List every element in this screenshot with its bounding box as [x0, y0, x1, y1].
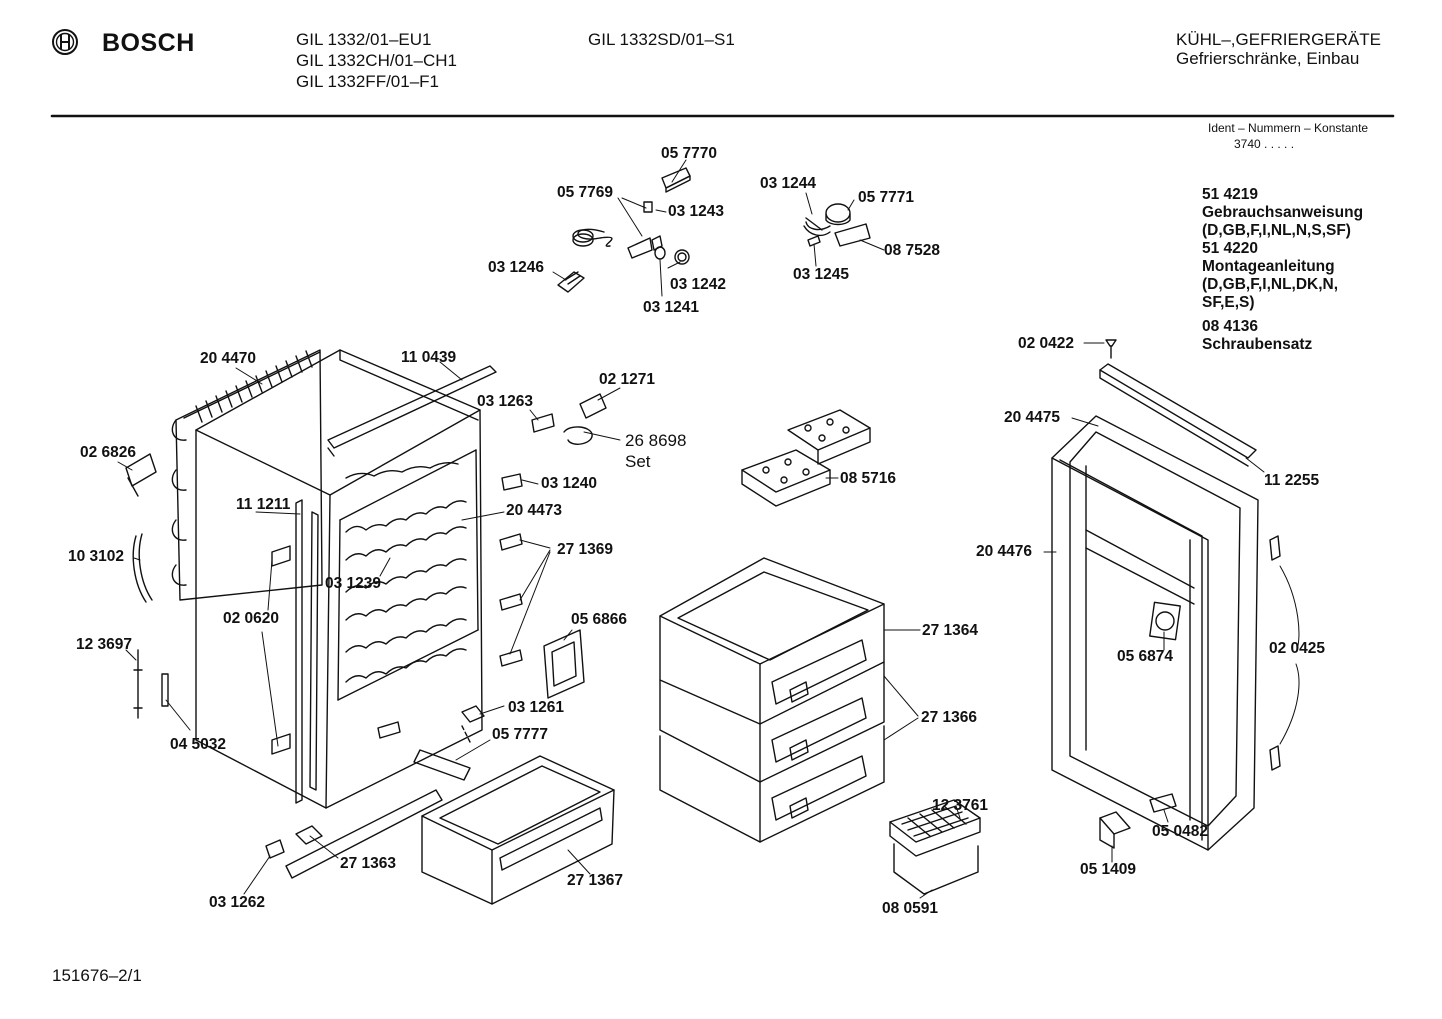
part-label: 03 1242: [670, 276, 727, 293]
part-label: 11 2255: [1264, 472, 1320, 489]
model-number: GIL 1332CH/01–CH1: [296, 51, 457, 70]
model-number: GIL 1332FF/01–F1: [296, 72, 440, 91]
manual-languages: (D,GB,F,I,NL,N,S,SF): [1202, 222, 1351, 239]
part-label: 08 7528: [884, 242, 941, 259]
part-label: 27 1363: [340, 855, 397, 872]
part-label: 20 4473: [506, 502, 563, 519]
lamp-assembly: [803, 203, 871, 247]
part-label: 20 4475: [1004, 409, 1061, 426]
drawing-number: 151676–2/1: [52, 966, 142, 985]
thermostat-assembly: [557, 167, 691, 293]
category-subtitle: Gefrierschränke, Einbau: [1176, 49, 1360, 68]
manual-languages: (D,GB,F,I,NL,DK,N,: [1202, 276, 1339, 293]
part-label: 05 7769: [557, 184, 614, 201]
part-label: 05 6866: [571, 611, 628, 628]
part-label: 20 4476: [976, 543, 1033, 560]
condenser: [171, 349, 323, 601]
part-label: 02 6826: [80, 444, 137, 461]
manual-number: 51 4219: [1202, 186, 1259, 203]
screw-set-name: Schraubensatz: [1202, 336, 1313, 353]
part-label: 08 0591: [882, 900, 939, 917]
model-number: GIL 1332/01–EU1: [296, 30, 432, 49]
part-label: 27 1369: [557, 541, 614, 558]
part-label: 02 0620: [223, 610, 280, 627]
part-label: 12 3697: [76, 636, 133, 653]
model-number: GIL 1332SD/01–S1: [588, 30, 735, 49]
manual-title: Montageanleitung: [1202, 258, 1335, 275]
ice-tray: [889, 799, 981, 895]
part-label: 03 1261: [508, 699, 565, 716]
part-label: 27 1367: [567, 872, 624, 889]
part-label: 12 3761: [932, 797, 989, 814]
drawer-stack: [659, 557, 885, 843]
ident-code: 3740 . . . . .: [1234, 137, 1295, 151]
left-parts: [125, 453, 169, 719]
part-label: 05 7777: [492, 726, 549, 743]
part-label: 02 1271: [599, 371, 656, 388]
part-label: 03 1262: [209, 894, 266, 911]
part-label: 03 1263: [477, 393, 534, 410]
cold-packs: [741, 409, 871, 507]
leader-lines: [117, 159, 1300, 899]
bosch-logo-icon: [52, 29, 78, 55]
part-label: 10 3102: [68, 548, 125, 565]
part-label: 27 1364: [922, 622, 979, 639]
freezer-cabinet: [195, 349, 523, 809]
part-label: 03 1240: [541, 475, 598, 492]
part-label: 20 4470: [200, 350, 257, 367]
part-label: 04 5032: [170, 736, 227, 753]
part-label: 02 0425: [1269, 640, 1326, 657]
bottom-trim: [265, 705, 485, 879]
brand-name: BOSCH: [102, 29, 195, 57]
part-label: 03 1243: [668, 203, 725, 220]
manual-title: Gebrauchsanweisung: [1202, 204, 1364, 221]
part-label: 03 1245: [793, 266, 850, 283]
part-label-set: Set: [625, 452, 651, 471]
part-label: 03 1241: [643, 299, 700, 316]
part-label: 03 1239: [325, 575, 382, 592]
category-title: KÜHL–,GEFRIERGERÄTE: [1176, 30, 1381, 49]
part-label: 05 7770: [661, 145, 718, 162]
part-label: 11 1211: [236, 496, 291, 513]
part-label: 11 0439: [401, 349, 457, 366]
part-label: 05 0482: [1152, 823, 1209, 840]
freezer-door: [1051, 339, 1281, 851]
part-label: 05 1409: [1080, 861, 1137, 878]
part-label: 02 0422: [1018, 335, 1075, 352]
part-label: 26 8698: [625, 431, 687, 450]
part-label: 03 1246: [488, 259, 545, 276]
part-label: 03 1244: [760, 175, 817, 192]
manual-number: 51 4220: [1202, 240, 1259, 257]
part-label: 05 7771: [858, 189, 915, 206]
part-label: 08 5716: [840, 470, 897, 487]
part-label: 05 6874: [1117, 648, 1174, 665]
bottom-drawer: [421, 755, 615, 905]
part-label: 27 1366: [921, 709, 978, 726]
ident-title: Ident – Nummern – Konstante: [1208, 121, 1369, 135]
manual-languages: SF,E,S): [1202, 294, 1255, 311]
screw-set-number: 08 4136: [1202, 318, 1259, 335]
